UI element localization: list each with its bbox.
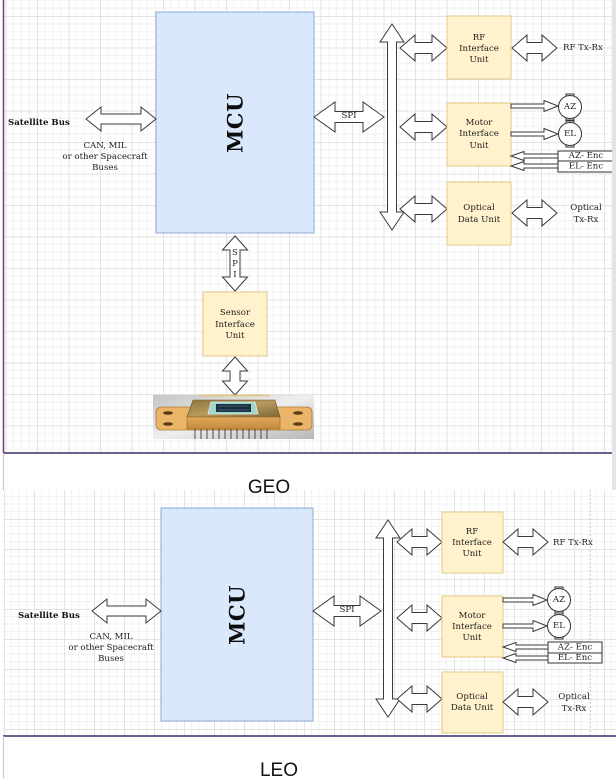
- geo-satellite-bus-arrow: [85, 105, 157, 133]
- leo-motor-unit-label: Motor: [459, 611, 487, 621]
- leo-satellite-bus-label: Satellite Bus: [18, 611, 80, 621]
- geo-caption: GEO: [248, 477, 290, 498]
- geo-sensor-unit-label: Unit: [226, 331, 246, 341]
- leo-az-drive-arrow: [502, 593, 549, 607]
- geo-rf-io-arrow: [511, 33, 558, 63]
- geo-az-motor-icon: [558, 93, 582, 121]
- geo-sensor-unit-label: Sensor: [220, 308, 251, 318]
- leo-motor-unit-label: Unit: [463, 633, 483, 643]
- leo-rf-io-label: RF Tx-Rx: [553, 538, 593, 548]
- geo-az-motor-label: AZ: [563, 102, 576, 112]
- geo-rf-interface-unit: [446, 15, 512, 80]
- leo-az-encoder-arrow: [501, 641, 549, 653]
- geo-motor-unit-label: Motor: [466, 118, 494, 128]
- geo-optical-data-unit: [446, 181, 512, 246]
- geo-rf-unit-label: Unit: [470, 55, 490, 65]
- leo-spi-arrow: [312, 595, 382, 627]
- leo-az-encoder-label: AZ- Enc: [557, 643, 593, 653]
- geo-el-motor-label: EL: [564, 129, 576, 139]
- leo-bus-note-line: Buses: [98, 654, 124, 664]
- geo-internal-bus-arrow: [379, 23, 405, 231]
- geo-spi-arrow: [313, 101, 385, 133]
- leo-spi-label: SPI: [339, 605, 354, 615]
- leo-optical-data-unit: [441, 671, 504, 734]
- geo-sensor-spi-letter: S: [232, 248, 238, 258]
- vertical-scrollbar[interactable]: [612, 0, 616, 490]
- leo-el-encoder-arrow: [501, 652, 549, 664]
- image-sensor-chip-icon: [153, 394, 314, 439]
- geo-az-encoder-arrow: [509, 150, 559, 162]
- leo-bus-note-line: CAN, MIL: [89, 632, 132, 642]
- leo-mcu-block: [160, 507, 314, 722]
- leo-satellite-bus-arrow: [91, 597, 162, 625]
- geo-satellite-bus-label: Satellite Bus: [8, 118, 70, 128]
- leo-el-encoder-box: [547, 652, 603, 664]
- leo-optical-unit-label: Data Unit: [451, 703, 494, 713]
- geo-motor-interface-unit: [446, 102, 512, 167]
- geo-diagram: MCU Satellite Bus CAN, MIL or other Spac…: [2, 0, 616, 454]
- geo-spi-label: SPI: [341, 111, 356, 121]
- geo-mcu-block: [155, 11, 315, 234]
- geo-optical-unit-label: Optical: [463, 203, 495, 213]
- leo-optical-io-arrow: [502, 687, 549, 717]
- geo-sensor-spi-letter: I: [233, 270, 236, 280]
- geo-motor-unit-label: Unit: [470, 141, 490, 151]
- leo-rf-unit-label: Unit: [463, 549, 483, 559]
- geo-optical-unit-label: Data Unit: [458, 215, 501, 225]
- geo-el-encoder-arrow: [509, 160, 559, 172]
- geo-rf-unit-label: Interface: [459, 44, 499, 54]
- geo-sensor-interface-unit: [202, 291, 268, 357]
- geo-el-drive-arrow: [510, 127, 560, 141]
- geo-az-encoder-label: AZ- Enc: [568, 151, 604, 161]
- leo-motor-interface-unit: [441, 595, 504, 658]
- leo-az-motor-label: AZ: [552, 595, 565, 605]
- geo-bus-note-line: Buses: [92, 163, 118, 173]
- geo-mcu-label: MCU: [223, 93, 248, 153]
- leo-mcu-label: MCU: [225, 585, 250, 645]
- geo-bus-note-line: or other Spacecraft: [62, 152, 148, 162]
- leo-el-encoder-label: EL- Enc: [558, 653, 592, 663]
- geo-sensor-unit-label: Interface: [215, 320, 255, 330]
- leo-optical-io-label: Tx-Rx: [562, 704, 587, 714]
- leo-el-motor-label: EL: [553, 621, 565, 631]
- geo-rf-unit-label: RF: [473, 33, 485, 43]
- leo-diagram: MCU Satellite Bus CAN, MIL or other Spac…: [3, 490, 616, 737]
- leo-rf-interface-unit: [441, 511, 504, 574]
- leo-optical-unit-label: Optical: [456, 692, 488, 702]
- geo-optical-io-label: Tx-Rx: [574, 215, 599, 225]
- geo-bus-note-line: CAN, MIL: [83, 141, 126, 151]
- leo-rf-unit-label: Interface: [452, 538, 492, 548]
- geo-rf-io-label: RF Tx-Rx: [563, 43, 603, 53]
- geo-az-drive-arrow: [510, 99, 560, 113]
- leo-rf-io-arrow: [502, 527, 549, 557]
- leo-motor-unit-label: Interface: [452, 622, 492, 632]
- geo-motor-unit-label: Interface: [459, 129, 499, 139]
- geo-el-motor-icon: [558, 120, 582, 148]
- geo-optical-io-arrow: [511, 198, 558, 228]
- geo-sensor-spi-letter: P: [232, 259, 238, 269]
- leo-bus-note-line: or other Spacecraft: [68, 643, 154, 653]
- leo-el-drive-arrow: [502, 619, 549, 633]
- leo-internal-bus-arrow: [375, 519, 401, 718]
- leo-el-motor-icon: [547, 612, 571, 640]
- leo-rf-unit-label: RF: [466, 527, 478, 537]
- geo-el-encoder-label: EL- Enc: [569, 162, 603, 172]
- geo-sensor-spi-arrow: [221, 235, 249, 292]
- leo-caption: LEO: [260, 760, 298, 778]
- geo-optical-io-label: Optical: [570, 203, 602, 213]
- leo-optical-io-label: Optical: [558, 692, 590, 702]
